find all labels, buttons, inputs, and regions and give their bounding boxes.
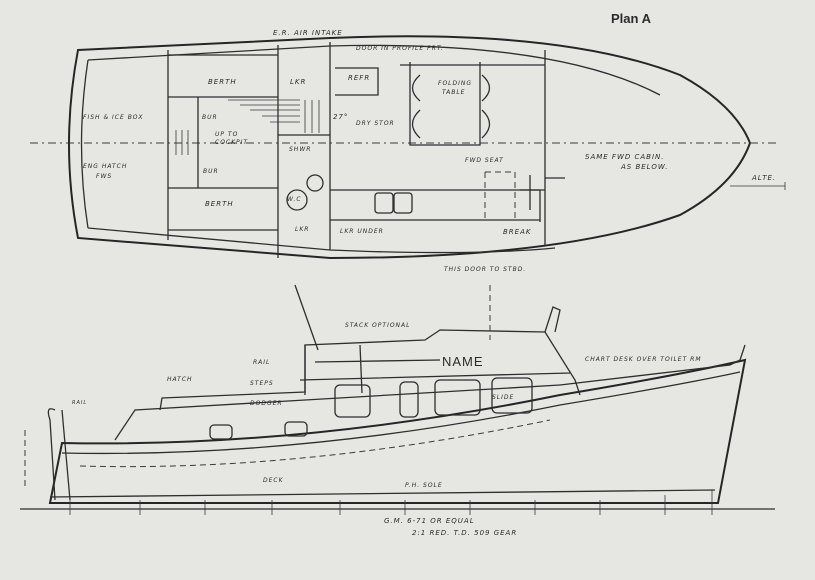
label-berth-top: BERTH xyxy=(208,78,237,86)
sheer-line xyxy=(61,371,741,455)
label-locker-top: LKR xyxy=(290,78,307,86)
shower-basin xyxy=(306,174,324,192)
plan-hull-outline xyxy=(68,35,752,260)
label-engine-2: 2:1 RED. T.D. 509 GEAR xyxy=(412,529,518,537)
label-break: BREAK xyxy=(503,228,532,236)
label-dry-stor: DRY STOR xyxy=(356,120,395,127)
helm-wheel xyxy=(520,175,565,210)
label-same-fwd-cabin-2: AS BELOW. xyxy=(621,163,669,171)
deck-line xyxy=(79,419,551,468)
label-eng-hatch-1: ENG HATCH xyxy=(83,163,128,170)
label-door-to-stbd: THIS DOOR TO STBD. xyxy=(444,266,527,273)
label-up-to-cockpit-1: UP TO xyxy=(215,131,239,138)
label-ph-sole: P.H. SOLE xyxy=(405,482,443,489)
profile-hull xyxy=(48,358,747,504)
label-up-to-cockpit-2: COCKPIT xyxy=(215,139,249,146)
window xyxy=(434,379,481,416)
label-rail-stern: RAIL xyxy=(72,400,88,406)
label-air-intake: E.R. AIR INTAKE xyxy=(273,29,343,37)
boat-name: NAME xyxy=(442,354,484,369)
label-shower: SHWR xyxy=(289,146,312,153)
sink-right xyxy=(393,192,413,214)
profile-view xyxy=(20,284,775,515)
transom-rudder xyxy=(47,408,71,501)
label-bur-bottom: BUR xyxy=(203,168,219,175)
label-locker-under: LKR UNDER xyxy=(340,228,384,235)
bow-rail xyxy=(559,344,746,386)
galley xyxy=(330,50,546,245)
windows xyxy=(209,377,533,440)
label-angle: 27° xyxy=(333,113,349,121)
label-same-fwd-cabin-1: SAME FWD CABIN. xyxy=(585,153,665,161)
label-dodger: DODGER xyxy=(250,400,283,407)
label-deck: DECK xyxy=(263,477,284,484)
label-hatch: HATCH xyxy=(167,376,193,383)
flybridge-rail xyxy=(294,284,561,395)
label-chart-desk: CHART DESK OVER TOILET RM xyxy=(585,356,702,363)
label-stack-optional: STACK OPTIONAL xyxy=(345,322,411,329)
toilet xyxy=(286,189,308,211)
mast-dash xyxy=(24,285,491,490)
label-fwd-seat: FWD SEAT xyxy=(465,157,504,164)
window xyxy=(491,377,533,414)
plan-aft-cabin xyxy=(167,42,331,258)
window xyxy=(334,384,371,418)
label-locker-bottom: LKR xyxy=(295,226,310,233)
stairs xyxy=(175,99,320,155)
station-ticks xyxy=(69,490,713,515)
keel-line xyxy=(49,489,716,498)
plan-title: Plan A xyxy=(611,11,651,26)
door-window xyxy=(399,381,419,418)
sink-left xyxy=(374,192,394,214)
label-refrigerator: REFR xyxy=(348,74,371,82)
label-berth-bottom: BERTH xyxy=(205,200,234,208)
label-fish-ice-box: FISH & ICE BOX xyxy=(83,114,144,121)
label-door-profile: DOOR IN PROFILE PRT. xyxy=(356,45,444,52)
label-bur-top: BUR xyxy=(202,114,218,121)
label-engine-1: G.M. 6-71 OR EQUAL xyxy=(384,517,475,525)
plan-inner-hull xyxy=(80,44,661,254)
label-slide: SLIDE xyxy=(492,394,515,401)
label-eng-hatch-2: FWS xyxy=(96,173,113,180)
label-alte: ALTE. xyxy=(752,174,777,182)
label-rail: RAIL xyxy=(253,359,271,366)
label-steps: STEPS xyxy=(250,380,274,387)
label-folding-table-2: TABLE xyxy=(442,89,466,96)
dinette-chairs xyxy=(411,74,491,139)
alte-arrow xyxy=(730,182,786,190)
label-folding-table-1: FOLDING xyxy=(438,80,473,87)
porthole xyxy=(209,424,233,440)
plan-view xyxy=(30,35,786,260)
fwd-seat xyxy=(484,171,516,218)
porthole xyxy=(284,421,308,437)
label-wc: W.C xyxy=(287,196,302,203)
